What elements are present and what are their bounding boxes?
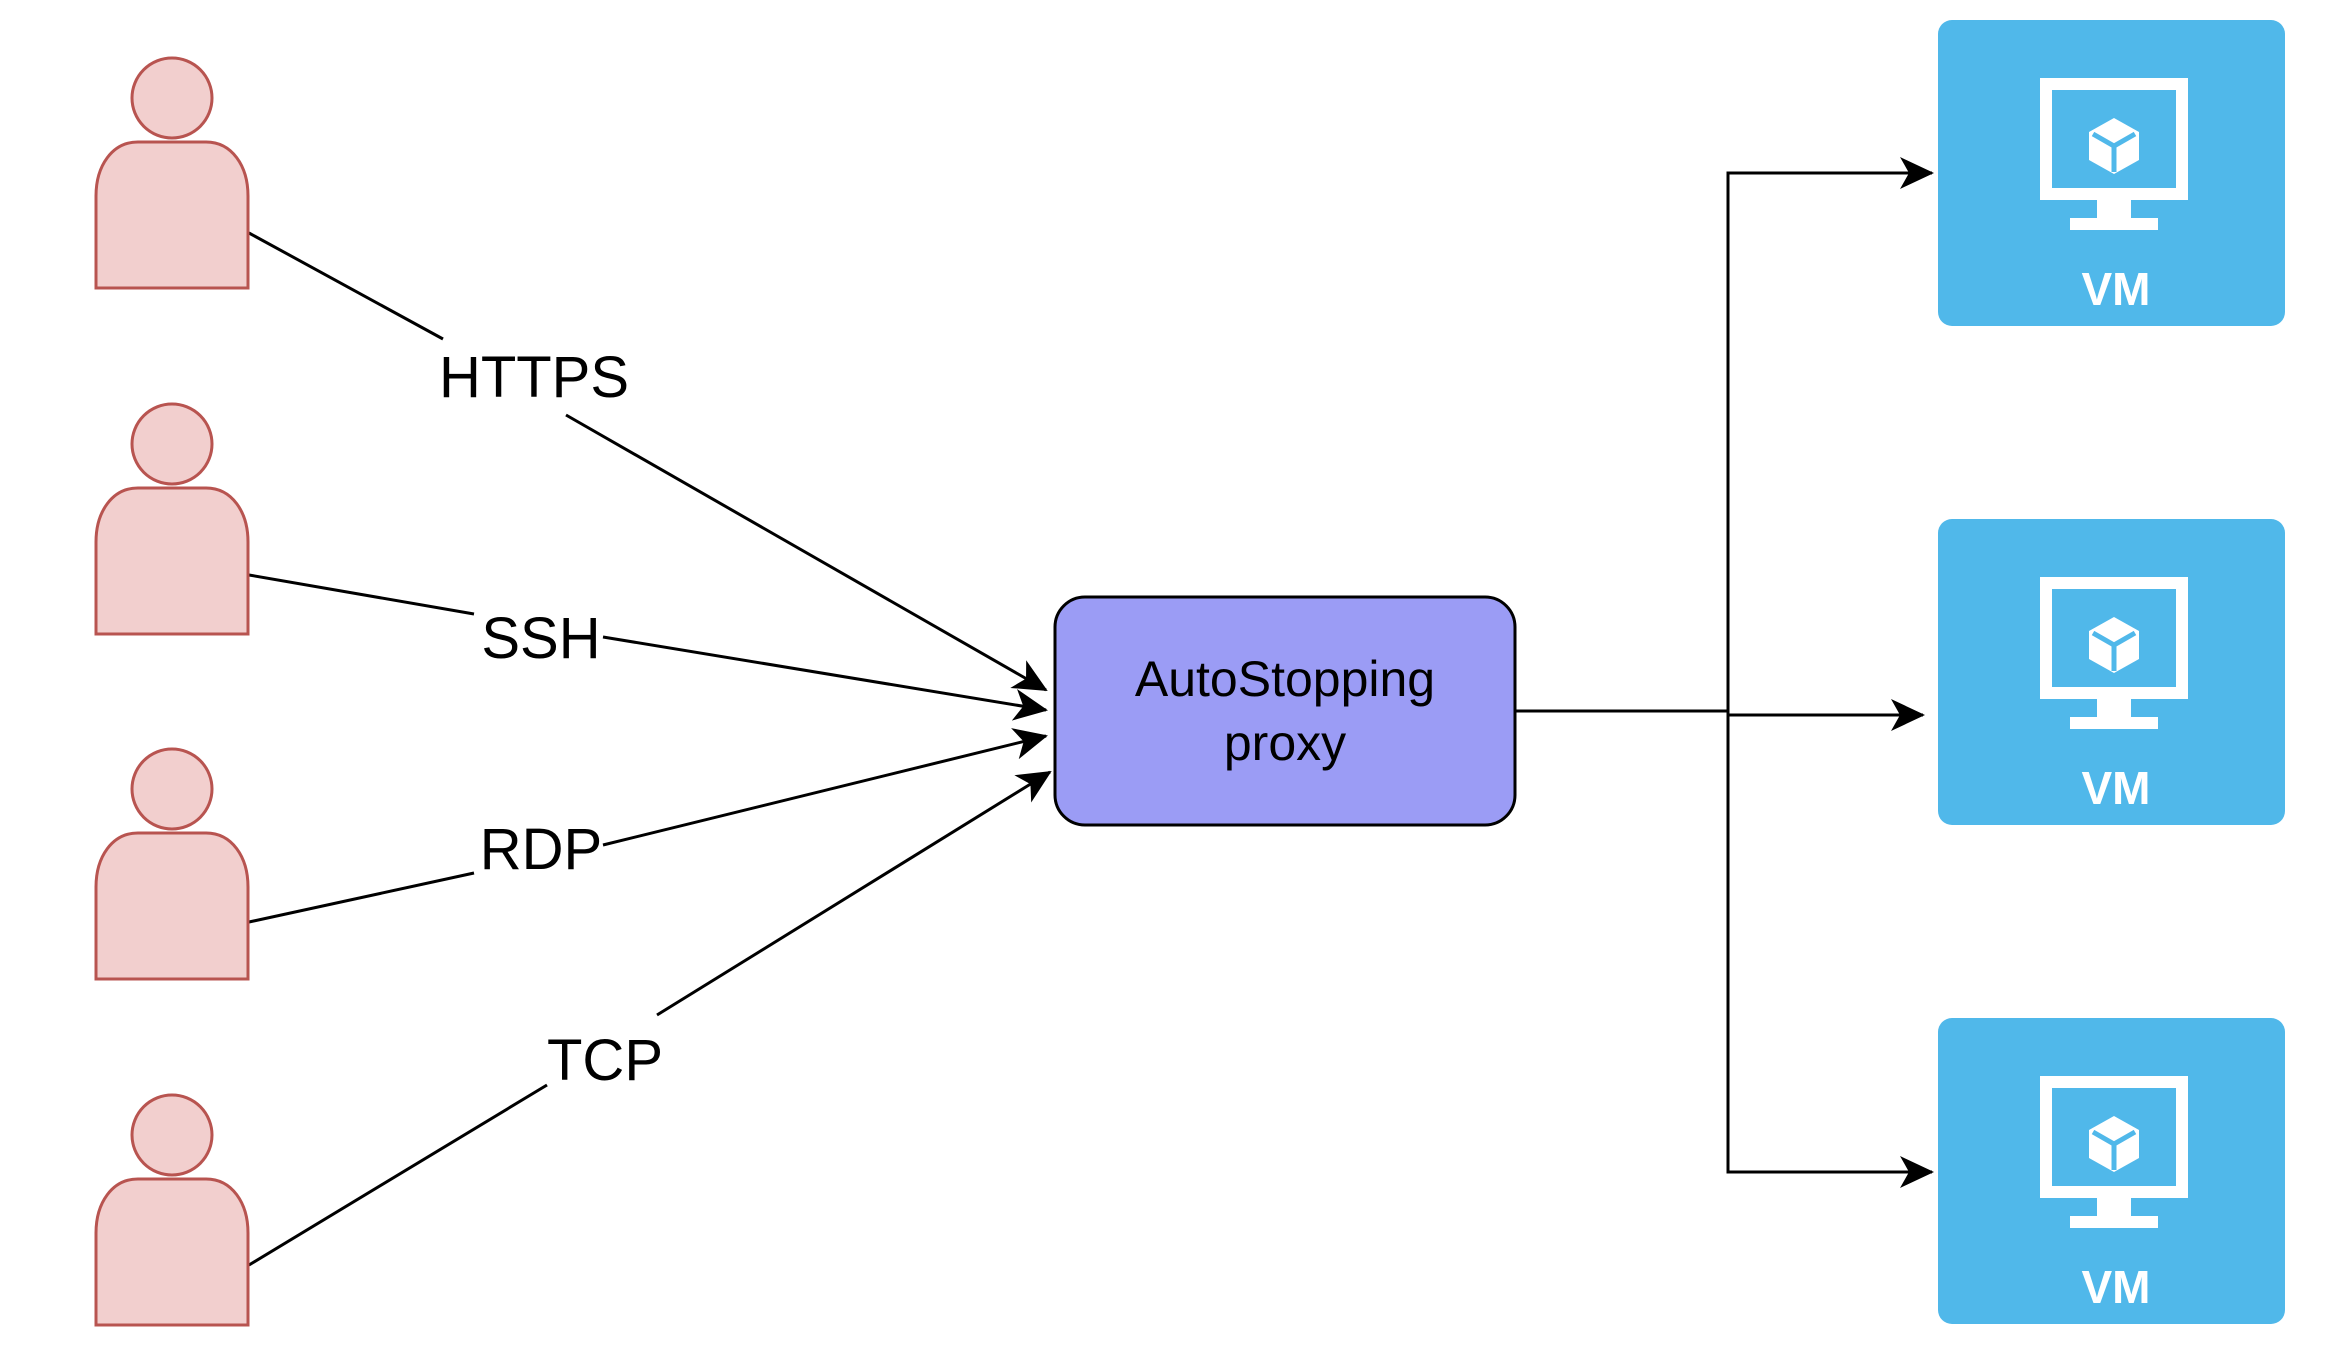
ssh-edge-segment-2 (602, 635, 1048, 721)
user-4 (94, 1093, 250, 1327)
user-to-proxy-edges (248, 231, 1052, 1267)
vm-box (1938, 519, 2285, 825)
users (94, 56, 250, 1327)
tcp-edge-segment-2 (656, 770, 1052, 1017)
person-icon (94, 56, 250, 290)
rdp-edge-segment-1 (248, 871, 475, 924)
ssh-edge-segment-1 (248, 573, 475, 616)
proxy-label-line2: proxy (1224, 715, 1346, 771)
vm-label: VM (2082, 762, 2151, 814)
protocol-labels: HTTPS SSH RDP TCP (439, 345, 663, 1093)
vm-box (1938, 1018, 2285, 1324)
protocol-label-ssh: SSH (481, 606, 600, 671)
vm-1-edge (1726, 157, 1934, 711)
vm-node-3: VM (1938, 1018, 2285, 1324)
vm-node-2: VM (1938, 519, 2285, 825)
virtual-machine-monitor-icon (2040, 1076, 2188, 1228)
https-edge-segment-2 (565, 413, 1048, 692)
vm-label: VM (2082, 1261, 2151, 1313)
protocol-label-tcp: TCP (547, 1028, 663, 1093)
person-icon (94, 402, 250, 636)
person-icon (94, 747, 250, 981)
vm-node-1: VM (1938, 20, 2285, 326)
person-icon (94, 1093, 250, 1327)
protocol-label-rdp: RDP (480, 817, 602, 882)
proxy-box (1053, 595, 1517, 827)
vm-label: VM (2082, 263, 2151, 315)
protocol-label-https: HTTPS (439, 345, 629, 410)
user-1 (94, 56, 250, 290)
tcp-edge-segment-1 (248, 1083, 548, 1267)
proxy-label-line1: AutoStopping (1135, 651, 1435, 707)
virtual-machine-monitor-icon (2040, 577, 2188, 729)
virtual-machine-monitor-icon (2040, 78, 2188, 230)
user-3 (94, 747, 250, 981)
rdp-edge-segment-2 (602, 728, 1048, 847)
vms: VM VM VM (1938, 20, 2285, 1324)
user-2 (94, 402, 250, 636)
vm-3-edge (1726, 711, 1934, 1188)
proxy-to-vm-edges (1515, 157, 1934, 1188)
autostopping-proxy-node: AutoStopping proxy (1053, 595, 1517, 827)
https-edge-segment-1 (248, 231, 444, 341)
vm-box (1938, 20, 2285, 326)
